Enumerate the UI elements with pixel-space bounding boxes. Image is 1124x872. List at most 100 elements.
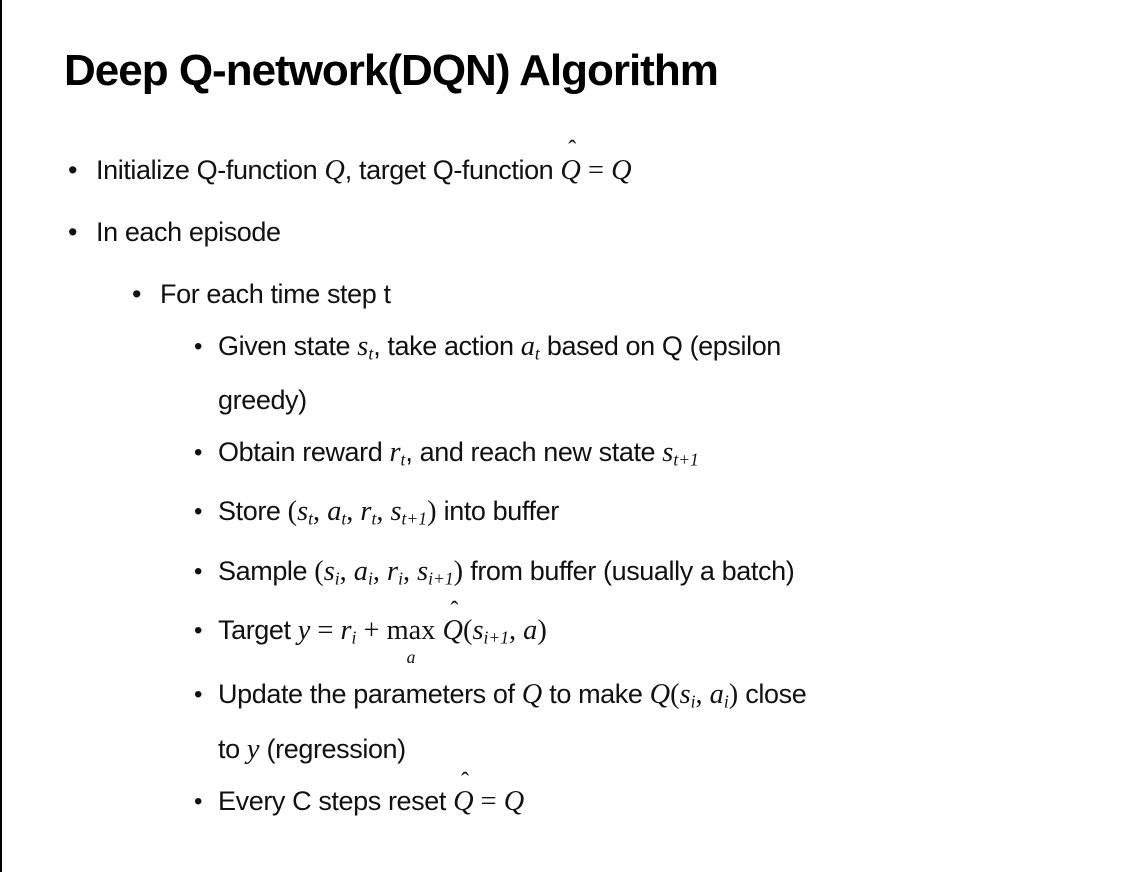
hat-accent-icon: ˆ bbox=[568, 137, 577, 164]
math-var: Q bbox=[560, 154, 581, 186]
text-run: greedy) bbox=[218, 384, 307, 415]
text-run: close bbox=[738, 679, 807, 710]
text-run: Sample bbox=[218, 555, 315, 586]
math-subscript: t+1 bbox=[401, 508, 428, 529]
math-var: Q bbox=[649, 679, 671, 711]
math-var: si+1 bbox=[472, 615, 509, 648]
math-subscript: t bbox=[341, 508, 347, 529]
bullet-text: For each time step t bbox=[160, 271, 1124, 318]
text-run: into buffer bbox=[436, 496, 560, 527]
bullet-item: •Initialize Q-function Q, target Q-funct… bbox=[64, 138, 1124, 194]
bullet-marker: • bbox=[194, 332, 203, 360]
bullet-text: Store (st, at, rt, st+1) into buffer bbox=[218, 488, 1124, 542]
math-subscript: t bbox=[368, 342, 374, 363]
math-run: ) bbox=[453, 555, 464, 587]
text-run: Store bbox=[218, 496, 288, 527]
bullet-text: Given state st, take action at based on … bbox=[218, 323, 1124, 424]
bullet-item: • Sample (si, ai, ri, si+1) from buffer (… bbox=[64, 548, 1124, 602]
math-run: ) bbox=[427, 496, 437, 528]
bullet-marker: • bbox=[194, 681, 203, 709]
text-run: Update the parameters of bbox=[218, 679, 522, 710]
bullet-item: • Update the parameters of Q to make Q(si… bbox=[64, 671, 1124, 772]
max-operator-subscript: a bbox=[406, 646, 416, 667]
bullet-text: In each episode bbox=[96, 209, 1124, 256]
math-var: Q bbox=[611, 154, 632, 186]
math-var: rt bbox=[360, 496, 377, 529]
bullet-text: Sample (si, ai, ri, si+1) from buffer (u… bbox=[218, 548, 1124, 602]
math-var: ai bbox=[353, 555, 373, 589]
math-run: ( bbox=[670, 679, 680, 711]
text-run: (regression) bbox=[259, 733, 407, 764]
text-run: , take action bbox=[373, 330, 521, 361]
math-run: , bbox=[339, 555, 354, 587]
math-var: st bbox=[357, 330, 374, 363]
hat-accent-icon: ˆ bbox=[460, 768, 469, 795]
math-run: = bbox=[580, 154, 612, 186]
math-subscript: t bbox=[400, 449, 406, 470]
bullet-item: •Obtain reward rt, and reach new state s… bbox=[64, 429, 1124, 483]
bullet-text: Initialize Q-function Q, target Q-functi… bbox=[96, 138, 1124, 194]
bullet-marker: • bbox=[194, 787, 203, 815]
math-subscript: i+1 bbox=[428, 568, 454, 589]
text-run: Initialize Q-function bbox=[96, 154, 325, 185]
math-run: , bbox=[402, 555, 418, 587]
math-run: , bbox=[695, 679, 710, 711]
text-run: For each time step t bbox=[160, 278, 391, 309]
text-run: from buffer (usually a batch) bbox=[463, 555, 795, 586]
math-subscript: t bbox=[371, 508, 377, 529]
bullet-text: Update the parameters of Q to make Q(si,… bbox=[218, 671, 1124, 772]
math-run bbox=[435, 615, 442, 646]
math-var: y bbox=[246, 733, 260, 765]
bullet-marker: • bbox=[68, 216, 78, 247]
math-run: , bbox=[372, 555, 388, 587]
math-subscript: t bbox=[308, 508, 314, 529]
math-var: rt bbox=[389, 436, 406, 470]
bullet-marker: • bbox=[194, 557, 203, 585]
math-var: at bbox=[327, 496, 347, 529]
text-run: to make bbox=[542, 679, 650, 710]
math-var: y bbox=[297, 615, 311, 647]
bullet-item: • For each time step t bbox=[64, 271, 1124, 318]
math-run: ) bbox=[728, 679, 739, 711]
math-subscript: i bbox=[723, 691, 729, 712]
bullet-marker: • bbox=[68, 154, 78, 185]
text-run: Every C steps reset bbox=[218, 785, 454, 816]
bullet-marker: • bbox=[194, 498, 203, 526]
text-run: , target Q-function bbox=[344, 154, 561, 185]
math-run: , bbox=[509, 615, 524, 647]
bullet-item: • Given state st, take action at based on… bbox=[64, 323, 1124, 424]
math-var: st+1 bbox=[662, 436, 699, 470]
text-run: to bbox=[218, 733, 247, 764]
math-run: = bbox=[310, 615, 341, 647]
math-var: si+1 bbox=[417, 555, 454, 589]
math-run: , bbox=[313, 496, 328, 528]
math-subscript: i bbox=[334, 568, 340, 589]
math-var: at bbox=[520, 330, 540, 363]
max-operator-name: max bbox=[386, 615, 436, 647]
math-var: Q bbox=[324, 154, 345, 186]
math-var: ri bbox=[387, 555, 403, 589]
math-var: a bbox=[523, 615, 538, 647]
text-run: based on Q (epsilon bbox=[539, 330, 781, 361]
bullet-marker: • bbox=[132, 278, 142, 309]
text-run: Given state bbox=[218, 330, 358, 361]
math-var: Q bbox=[453, 785, 474, 817]
math-var: ai bbox=[709, 679, 729, 712]
text-run: , and reach new state bbox=[405, 436, 663, 467]
math-subscript: t bbox=[534, 342, 540, 363]
math-subscript: i bbox=[367, 568, 373, 589]
math-var: Q bbox=[503, 785, 525, 817]
text-run: Obtain reward bbox=[218, 436, 390, 467]
math-run: = bbox=[473, 785, 504, 817]
bullet-text: Obtain reward rt, and reach new state st… bbox=[218, 429, 1124, 483]
math-var: ri bbox=[340, 615, 357, 648]
